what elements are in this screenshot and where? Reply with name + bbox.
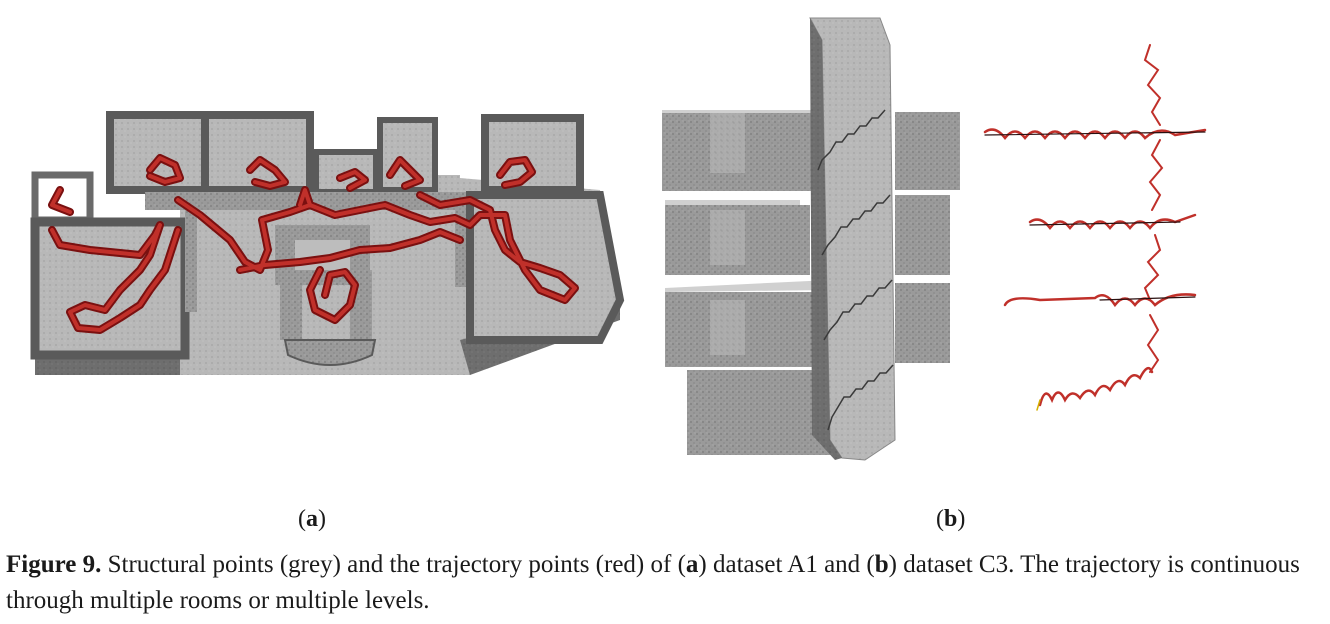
figure-caption: Figure 9. Structural points (grey) and t… xyxy=(6,547,1324,619)
trajectory-a xyxy=(48,154,579,334)
caption-fragment: ) dataset C3. The trajectory is continuo… xyxy=(6,551,1300,614)
subfigure-letter-a: a xyxy=(306,506,318,532)
lobby-bay xyxy=(283,339,377,366)
caption-fragment: b xyxy=(874,551,889,578)
room-top-2 xyxy=(201,111,314,194)
room-top-4 xyxy=(377,117,438,193)
right-blocks xyxy=(895,112,960,363)
caption-fragment: ) dataset A1 and ( xyxy=(698,551,875,578)
staircase-steps xyxy=(817,109,894,431)
caption-figure-number: Figure 9. xyxy=(6,551,102,578)
panel-a-floorplan xyxy=(30,111,625,375)
trajectory-b xyxy=(983,44,1207,411)
panel-b-building xyxy=(662,17,1207,461)
subfigure-label-b: (b) xyxy=(936,506,966,532)
caption-fragment: a xyxy=(685,551,699,578)
caption-text: Structural points (grey) and the traject… xyxy=(6,551,1300,614)
caption-fragment: Structural points (grey) and the traject… xyxy=(101,551,686,578)
subfigure-label-a: (a) xyxy=(298,506,326,532)
stair-tower xyxy=(809,17,896,461)
figure-graphic xyxy=(30,17,1207,461)
subfigure-letter-b: b xyxy=(944,506,958,532)
room-top-5 xyxy=(481,114,584,194)
